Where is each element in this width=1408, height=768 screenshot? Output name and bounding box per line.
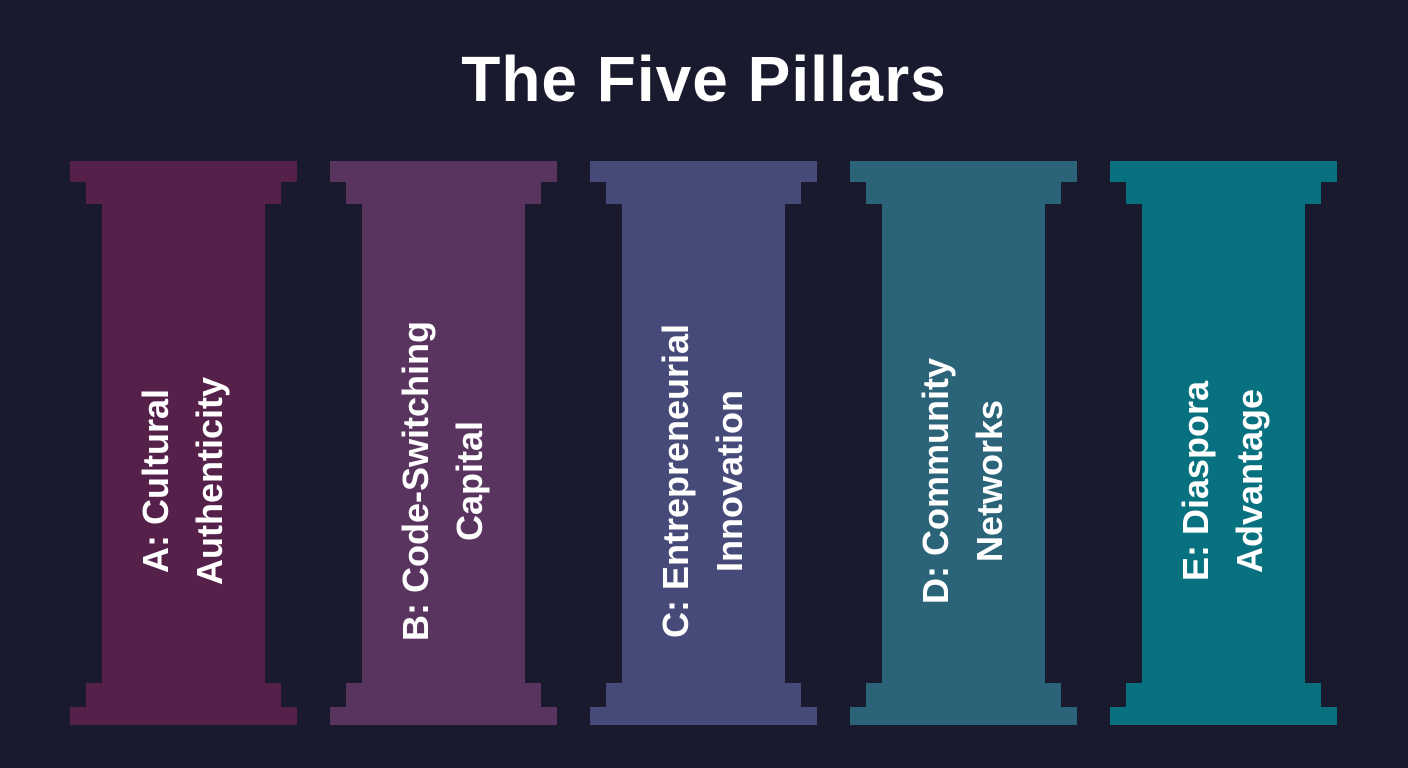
page-title: The Five Pillars: [461, 43, 947, 115]
pillar-step2: [346, 683, 541, 707]
pillar-step2: [1126, 683, 1321, 707]
pillar-label: C: Entrepreneurial Innovation: [649, 324, 757, 638]
pillar-label-line2: Authenticity: [189, 376, 230, 586]
pillar-label-line1: A: Cultural: [135, 389, 176, 574]
pillar-label-line1: D: Community: [915, 358, 956, 604]
pillar-a: A: Cultural Authenticity: [70, 161, 297, 725]
pillar-step1: [86, 182, 281, 204]
pillar-shaft: [102, 204, 265, 683]
pillar-shaft: [882, 204, 1045, 683]
pillar-label-line2: Advantage: [1229, 388, 1270, 574]
pillar-label: D: Community Networks: [909, 358, 1017, 604]
pillar-shaft: [622, 204, 785, 683]
pillar-cap: [590, 161, 817, 182]
pillar-label: E: Diaspora Advantage: [1169, 381, 1277, 581]
pillar-base: [1110, 707, 1337, 725]
pillar-step1: [1126, 182, 1321, 204]
pillar-cap: [850, 161, 1077, 182]
pillar-cap: [330, 161, 557, 182]
pillar-label-line2: Networks: [969, 399, 1010, 563]
pillar-d: D: Community Networks: [850, 161, 1077, 725]
pillar-label-line2: Innovation: [709, 390, 750, 573]
pillar-step2: [86, 683, 281, 707]
pillar-e: E: Diaspora Advantage: [1110, 161, 1337, 725]
pillar-label-line1: E: Diaspora: [1175, 380, 1216, 582]
pillar-label-line2: Capital: [449, 420, 490, 542]
pillar-cap: [1110, 161, 1337, 182]
pillar-label: B: Code-Switching Capital: [389, 321, 497, 641]
pillar-label: A: Cultural Authenticity: [129, 377, 237, 585]
pillar-label-line1: B: Code-Switching: [395, 321, 436, 641]
pillar-step1: [866, 182, 1061, 204]
pillar-step2: [866, 683, 1061, 707]
pillar-base: [590, 707, 817, 725]
pillar-label-line1: C: Entrepreneurial: [655, 323, 696, 639]
pillar-base: [70, 707, 297, 725]
pillar-step2: [606, 683, 801, 707]
pillar-c: C: Entrepreneurial Innovation: [590, 161, 817, 725]
pillar-cap: [70, 161, 297, 182]
pillar-step1: [346, 182, 541, 204]
pillar-shaft: [362, 204, 525, 683]
pillar-shaft: [1142, 204, 1305, 683]
pillar-base: [330, 707, 557, 725]
pillar-step1: [606, 182, 801, 204]
pillar-b: B: Code-Switching Capital: [330, 161, 557, 725]
pillar-base: [850, 707, 1077, 725]
